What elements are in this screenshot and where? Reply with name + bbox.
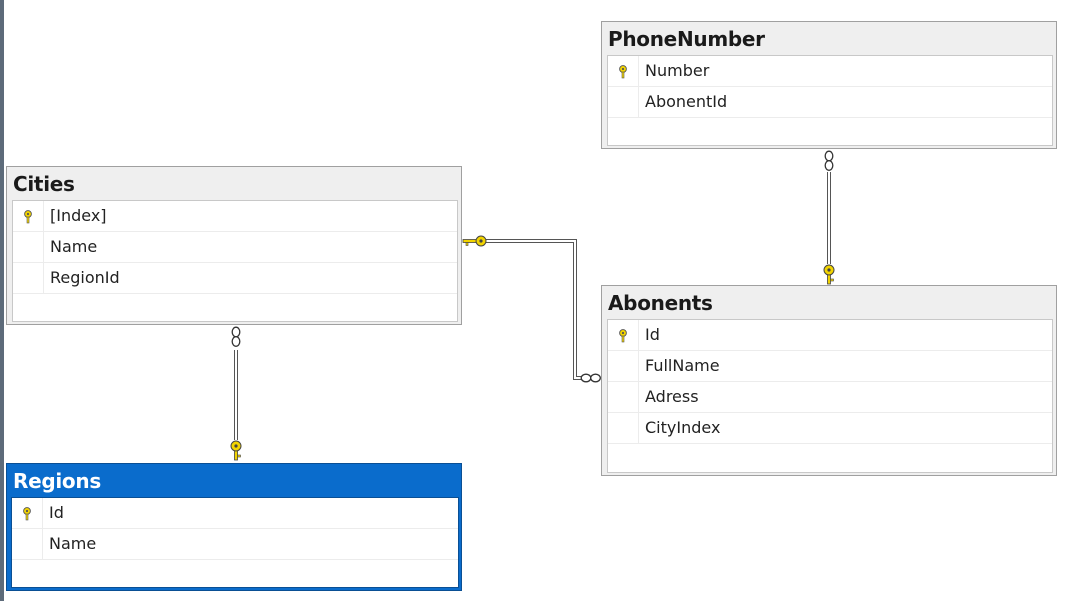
column-name: Adress — [645, 387, 699, 406]
column-name: Name — [49, 534, 97, 553]
column-row[interactable]: Name — [13, 232, 457, 263]
column-name: FullName — [645, 356, 720, 375]
column-row[interactable]: Number — [608, 56, 1052, 87]
row-selector[interactable] — [608, 351, 639, 381]
column-grid: Id FullName Adress CityIndex — [607, 319, 1053, 473]
column-name: Number — [645, 61, 710, 80]
relationship-cities-abonents[interactable] — [486, 239, 582, 380]
row-selector[interactable] — [608, 320, 639, 350]
row-selector[interactable] — [13, 201, 44, 231]
row-selector[interactable] — [608, 382, 639, 412]
row-selector[interactable] — [13, 263, 44, 293]
row-selector[interactable] — [608, 87, 639, 117]
column-name: AbonentId — [645, 92, 728, 111]
primary-key-icon — [619, 329, 627, 343]
column-row[interactable]: [Index] — [13, 201, 457, 232]
table-regions[interactable]: Regions Id Name — [6, 463, 462, 591]
one-end-cities-key-icon — [462, 235, 487, 247]
many-end-cities-infinity-icon — [231, 326, 241, 347]
column-row[interactable]: Id — [12, 498, 458, 529]
column-name: Id — [645, 325, 660, 344]
row-selector[interactable] — [13, 232, 44, 262]
column-row[interactable]: AbonentId — [608, 87, 1052, 118]
primary-key-icon — [24, 210, 32, 224]
column-grid: Number AbonentId — [607, 55, 1053, 146]
window-left-edge — [0, 0, 4, 601]
one-end-abonents-key-icon — [823, 264, 835, 285]
column-name: Name — [50, 237, 98, 256]
column-name: CityIndex — [645, 418, 721, 437]
row-selector[interactable] — [12, 529, 43, 559]
column-name: RegionId — [50, 268, 120, 287]
row-selector[interactable] — [608, 413, 639, 443]
column-name: [Index] — [50, 206, 107, 225]
column-row[interactable]: CityIndex — [608, 413, 1052, 444]
table-abonents[interactable]: Abonents Id FullName Adress CityIndex — [601, 285, 1057, 476]
many-end-phonenumber-infinity-icon — [824, 150, 834, 171]
one-end-regions-key-icon — [230, 440, 242, 461]
column-row[interactable]: FullName — [608, 351, 1052, 382]
table-title: PhoneNumber — [608, 27, 765, 51]
table-title: Cities — [13, 172, 75, 196]
column-row[interactable]: RegionId — [13, 263, 457, 294]
primary-key-icon — [619, 65, 627, 79]
column-grid: [Index] Name RegionId — [12, 200, 458, 322]
primary-key-icon — [23, 507, 31, 521]
many-end-abonents-infinity-icon — [580, 373, 601, 383]
column-row[interactable]: Name — [12, 529, 458, 560]
table-title: Regions — [13, 469, 101, 493]
column-grid: Id Name — [11, 497, 459, 588]
column-row[interactable]: Adress — [608, 382, 1052, 413]
column-name: Id — [49, 503, 64, 522]
table-title: Abonents — [608, 291, 713, 315]
table-phonenumber[interactable]: PhoneNumber Number AbonentId — [601, 21, 1057, 149]
column-row[interactable]: Id — [608, 320, 1052, 351]
row-selector[interactable] — [608, 56, 639, 86]
table-cities[interactable]: Cities [Index] Name RegionId — [6, 166, 462, 325]
row-selector[interactable] — [12, 498, 43, 528]
